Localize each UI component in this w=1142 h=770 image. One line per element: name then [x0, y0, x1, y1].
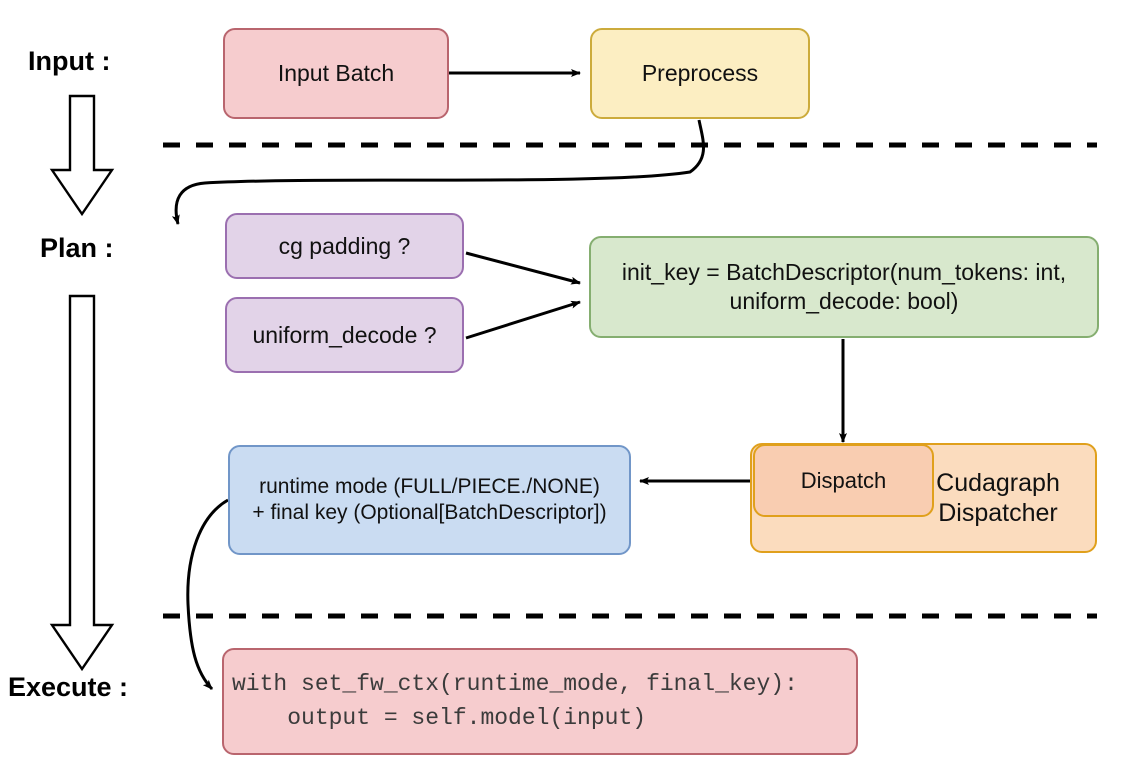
stage-label-plan: Plan :	[40, 233, 114, 263]
runtime-mode-line-1: runtime mode (FULL/PIECE./NONE)	[259, 474, 600, 498]
dispatcher-line-2: Dispatcher	[938, 499, 1058, 527]
node-input-batch[interactable]: Input Batch	[223, 28, 449, 119]
stage-arrow-plan-to-execute	[49, 294, 115, 672]
node-cg-padding[interactable]: cg padding ?	[225, 213, 464, 279]
code-block-text: with set_fw_ctx(runtime_mode, final_key)…	[232, 668, 798, 735]
edge-cg-padding-to-init-key	[465, 251, 581, 285]
node-dispatch[interactable]: Dispatch	[753, 444, 934, 517]
node-runtime-mode[interactable]: runtime mode (FULL/PIECE./NONE) + final …	[228, 445, 631, 555]
node-init-key[interactable]: init_key = BatchDescriptor(num_tokens: i…	[589, 236, 1099, 338]
stage-label-execute: Execute :	[8, 672, 129, 702]
stage-label-input: Input :	[28, 46, 111, 76]
node-code-block[interactable]: with set_fw_ctx(runtime_mode, final_key)…	[222, 648, 858, 755]
runtime-mode-line-2: + final key (Optional[BatchDescriptor])	[252, 501, 607, 524]
dispatcher-line-1: Cudagraph	[936, 469, 1060, 497]
code-line-2: output = self.model(input)	[232, 704, 647, 731]
edge-preprocess-to-cg-padding	[171, 119, 705, 225]
node-uniform-decode[interactable]: uniform_decode ?	[225, 297, 464, 373]
code-line-1: with set_fw_ctx(runtime_mode, final_key)…	[232, 671, 798, 698]
init-key-line-1: init_key = BatchDescriptor(num_tokens: i…	[621, 259, 1067, 286]
node-preprocess[interactable]: Preprocess	[590, 28, 810, 119]
edge-runtime-mode-to-code-block	[186, 498, 229, 691]
init-key-line-2: uniform_decode: bool)	[729, 288, 959, 314]
stage-arrow-input-to-plan	[49, 94, 115, 217]
edge-uniform-decode-to-init-key	[465, 300, 581, 340]
